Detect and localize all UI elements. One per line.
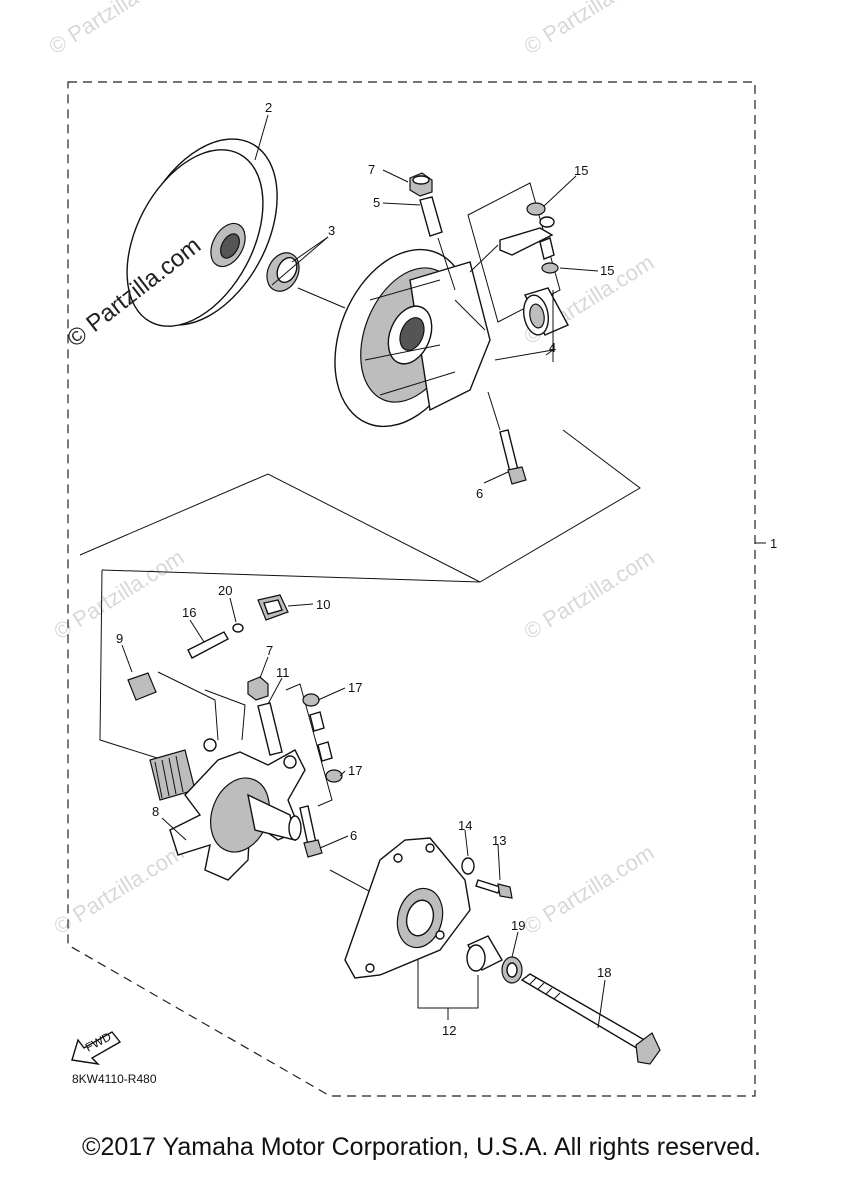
part-housing [334,248,491,428]
part-collar [266,252,300,292]
callout-8: 8 [152,804,159,819]
leader-line [161,817,187,841]
part-bushing-lower [466,935,503,972]
part-long-bolt [520,973,661,1065]
callout-11: 11 [276,665,290,680]
part-cover-plate [344,837,471,979]
leader-line [319,835,349,849]
leader-line [543,175,577,207]
leader-line [297,287,346,309]
callout-19: 19 [511,918,525,933]
watermark-text: © Partzilla.com [44,0,183,59]
leader-line [511,931,519,958]
callout-7-upper: 7 [368,162,375,177]
part-cap-top [409,172,433,197]
leader-line [101,429,641,583]
callout-4: 4 [549,340,556,355]
part-sheave [126,138,278,327]
leader-line [464,829,469,857]
watermark-text: © Partzilla.com [519,544,658,644]
part-washer [501,956,523,984]
part-pin-lower [257,702,283,756]
callout-1: 1 [770,536,777,551]
leader-line [559,267,599,272]
leader-line [437,237,456,291]
leader-line [483,471,509,484]
callout-16: 16 [182,605,196,620]
callout-17-lower: 17 [348,763,362,778]
callout-12: 12 [442,1023,456,1038]
part-weight [127,672,157,701]
part-screw [475,879,513,899]
callout-2: 2 [265,100,272,115]
part-pin-top [419,196,443,237]
leader-line [545,349,554,356]
part-washer-small [461,857,475,875]
part-spider-hub [149,738,306,881]
leader-line [79,473,481,583]
leader-line [382,169,409,183]
part-slider [257,594,289,621]
watermark-group: © Partzilla.com © Partzilla.com © Partzi… [44,0,658,939]
leader-line [99,569,171,763]
leader-line [157,671,219,741]
callout-5: 5 [373,195,380,210]
callout-18: 18 [597,965,611,980]
callout-10: 10 [316,597,330,612]
watermark-text: © Partzilla.com [519,0,658,59]
leader-line [339,770,346,777]
watermark-text: © Partzilla.com [49,839,188,939]
callout-14: 14 [458,818,472,833]
leader-line [497,844,501,881]
part-pin-shaft [187,631,229,659]
leader-line [287,603,314,607]
detail-box [467,182,561,323]
leader-line [267,677,283,705]
callout-9: 9 [116,631,123,646]
callout-15-upper: 15 [574,163,588,178]
copyright-footer: ©2017 Yamaha Motor Corporation, U.S.A. A… [82,1133,761,1161]
part-bushing [522,287,569,336]
assembly-boundary [67,81,756,1097]
callout-3: 3 [328,223,335,238]
part-cap-lower [247,676,269,701]
callout-6-upper: 6 [476,486,483,501]
callout-13: 13 [492,833,506,848]
leader-line [229,597,237,623]
detail-box [285,683,333,807]
part-rollers [302,693,343,783]
leader-line [291,236,329,263]
leader-line [121,644,133,673]
leader-line [597,979,606,1029]
part-lever [499,202,559,274]
callout-17-upper: 17 [348,680,362,695]
callout-15-lower: 15 [600,263,614,278]
callout-20: 20 [218,583,232,598]
leader-line [382,202,421,206]
leader-line [189,619,205,643]
leader-line [259,656,269,679]
watermark-text: © Partzilla.com [49,544,188,644]
leader-line [317,687,346,701]
leader-line [204,689,246,741]
callout-6-lower: 6 [350,828,357,843]
leader-line [487,391,501,431]
callout-7-lower: 7 [266,643,273,658]
fwd-arrow-icon: FWD [71,1029,122,1066]
leader-line [271,236,329,286]
leader-line [469,244,499,273]
watermark-text: © Partzilla.com [519,839,658,939]
part-bolt-upper [499,429,527,485]
leader-line [254,114,269,161]
reference-code: 8KW4110-R480 [72,1072,157,1086]
part-bolt-lower [299,805,323,858]
part-o-ring [232,623,244,633]
